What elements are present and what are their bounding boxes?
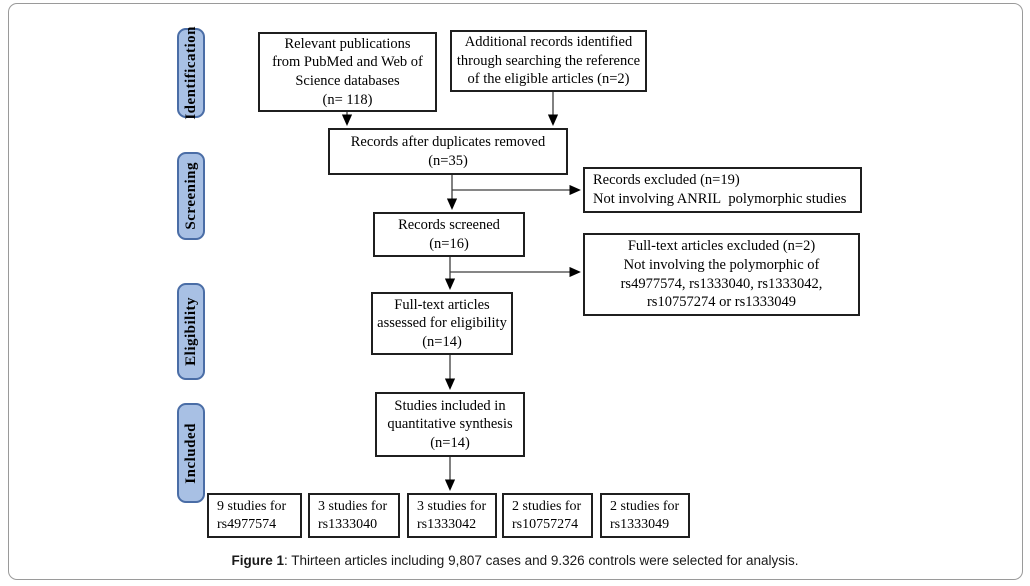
box-fulltext-assessed: Full-text articles assessed for eligibil… [371,292,513,355]
stage-label-identification: Identification [177,26,205,120]
stage-label-text: Screening [182,162,199,230]
box-records-excluded: Records excluded (n=19) Not involving AN… [583,167,862,213]
stage-label-text: Included [182,422,199,484]
caption-label: Figure 1 [231,553,284,568]
box-records-screened: Records screened (n=16) [373,212,525,257]
box-studies-included: Studies included in quantitative synthes… [375,392,525,457]
box-snp-rs1333040: 3 studies for rs1333040 [308,493,400,538]
box-duplicates-removed: Records after duplicates removed (n=35) [328,128,568,175]
figure-border [8,3,1023,580]
stage-label-text: Identification [182,26,199,120]
box-relevant-publications: Relevant publications from PubMed and We… [258,32,437,112]
box-snp-rs1333049: 2 studies for rs1333049 [600,493,690,538]
stage-label-text: Eligibility [182,297,199,366]
figure-caption: Figure 1: Thirteen articles including 9,… [0,553,1030,568]
caption-text: : Thirteen articles including 9,807 case… [283,553,799,568]
box-snp-rs1333042: 3 studies for rs1333042 [407,493,497,538]
stage-label-eligibility: Eligibility [177,283,205,380]
stage-label-included: Included [177,403,205,503]
box-fulltext-excluded: Full-text articles excluded (n=2) Not in… [583,233,860,316]
box-additional-records: Additional records identified through se… [450,30,647,92]
box-snp-rs4977574: 9 studies for rs4977574 [207,493,302,538]
box-snp-rs10757274: 2 studies for rs10757274 [502,493,593,538]
stage-label-screening: Screening [177,152,205,240]
